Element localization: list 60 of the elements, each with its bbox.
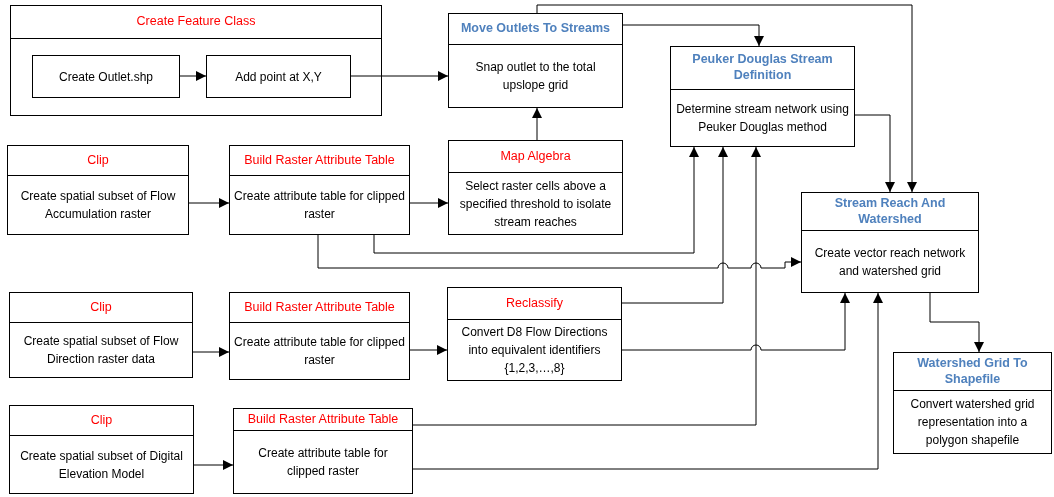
- connector-arrow: [179, 71, 207, 81]
- connector-arrow: [621, 292, 850, 351]
- step-title: Build Raster Attribute Table: [244, 152, 395, 169]
- process-box: [9, 405, 194, 494]
- step-label: Create Outlet.shp: [58, 68, 154, 86]
- connector-arrow: [621, 146, 728, 304]
- connector-arrow: [622, 24, 764, 47]
- connector-arrow: [350, 71, 449, 81]
- step-title: Map Algebra: [500, 148, 571, 165]
- step-description: Create attribute table for clipped raster: [257, 445, 389, 480]
- step-title: Stream Reach And Watershed: [833, 195, 947, 228]
- process-box: [893, 352, 1052, 454]
- step-title: Build Raster Attribute Table: [247, 411, 399, 428]
- step-title: Move Outlets To Streams: [460, 21, 611, 37]
- step-description: Create spatial subset of Flow Accumulation raster: [19, 188, 177, 223]
- connector-arrow: [188, 198, 230, 208]
- step-title: Clip: [90, 299, 112, 316]
- step-description: Create spatial subset of Digital Elevation Model: [19, 447, 184, 483]
- process-box: [7, 145, 189, 235]
- connector-arrow: [532, 107, 542, 141]
- step-title: Reclassify: [506, 295, 563, 312]
- step-title: Peuker Douglas Stream Definition: [691, 52, 834, 84]
- connector-arrow: [409, 198, 449, 208]
- step-label: Add point at X,Y: [235, 68, 322, 86]
- step-description: Determine stream network using Peuker Douglas method: [675, 101, 850, 136]
- step-description: Create vector reach network and watershed grid: [813, 244, 967, 280]
- process-box: [229, 145, 410, 235]
- process-box: [229, 292, 410, 380]
- step-description: Convert D8 Flow Directions into equivalent identifiers {1,2,3,…,8}: [460, 324, 609, 377]
- process-box: [9, 292, 193, 378]
- step-description: Convert watershed grid representation into a polygon shapefile: [909, 396, 1036, 449]
- step-description: Create attribute table for clipped raster: [234, 188, 405, 223]
- connector-arrow: [317, 234, 802, 269]
- process-box: [801, 192, 979, 293]
- connector-arrow: [929, 292, 984, 353]
- step-description: Snap outlet to the total upslope grid: [474, 59, 597, 94]
- process-box: [233, 408, 413, 494]
- step-title: Create Feature Class: [136, 14, 256, 30]
- process-box: [32, 55, 180, 98]
- step-title: Build Raster Attribute Table: [244, 299, 395, 316]
- connector-arrow: [373, 146, 699, 254]
- connector-arrow: [536, 4, 917, 193]
- step-title: Watershed Grid To Shapefile: [916, 355, 1029, 388]
- group-box: [10, 5, 382, 116]
- step-description: Create attribute table for clipped raster: [234, 334, 405, 369]
- connector-arrow: [409, 345, 448, 355]
- step-description: Create spatial subset of Flow Direction raster data: [22, 333, 180, 368]
- step-description: Select raster cells above a specified threshold to isolate stream reaches: [458, 177, 613, 231]
- process-box: [670, 46, 855, 147]
- process-box: [448, 140, 623, 235]
- process-box: [448, 13, 623, 108]
- connector-arrow: [412, 146, 761, 426]
- step-title: Clip: [90, 412, 113, 429]
- connector-arrow: [192, 347, 230, 357]
- connector-arrow: [854, 114, 895, 193]
- connector-arrow: [193, 460, 234, 470]
- process-box: [447, 287, 622, 381]
- connector-arrow: [412, 292, 883, 470]
- step-title: Clip: [87, 152, 109, 169]
- process-box: [206, 55, 351, 98]
